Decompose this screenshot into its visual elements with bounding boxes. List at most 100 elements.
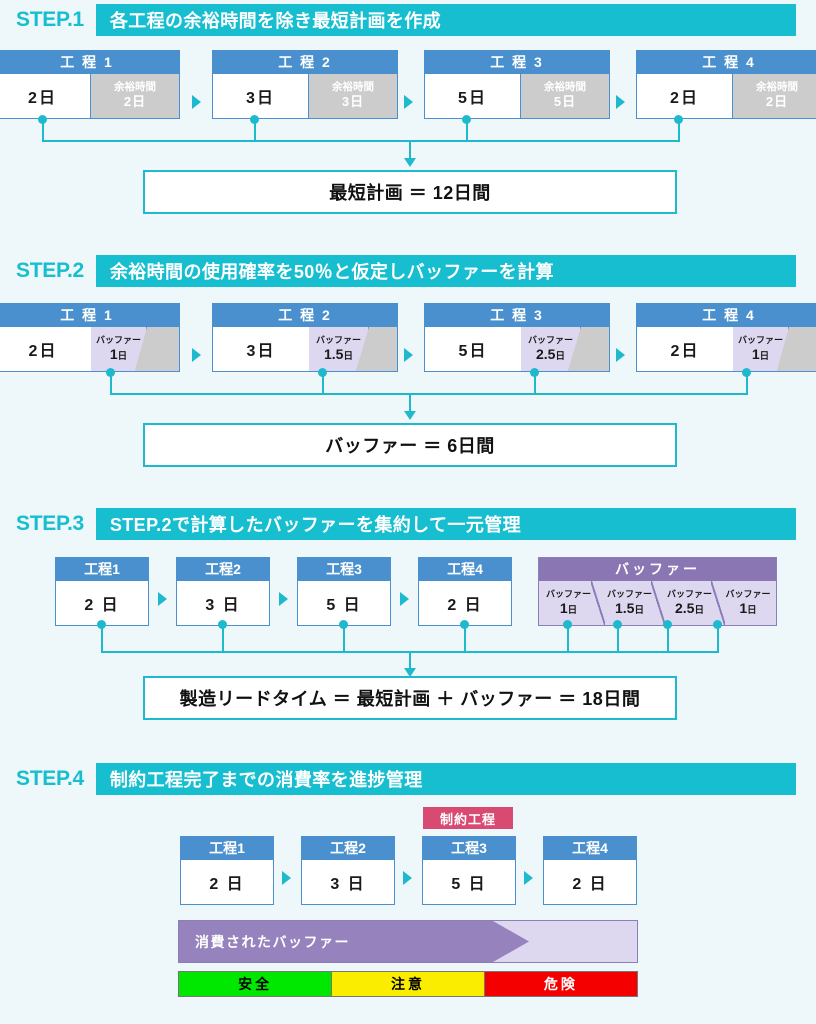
step-1-header: STEP.1 各工程の余裕時間を除き最短計画を作成 (0, 4, 816, 36)
buffer-days: 1.5日 (324, 345, 353, 362)
step2-drop-3 (533, 372, 536, 394)
traffic-segment-safe: 安全 (179, 972, 333, 996)
step-3-label: STEP.3 (16, 512, 84, 535)
step2-process-1-title: 工 程 1 (0, 304, 179, 327)
step2-process-4-title: 工 程 4 (637, 304, 816, 327)
step1-process-3[interactable]: 工 程 3 5日 余裕時間 5日 (424, 50, 610, 119)
step3-process-2-days: 3 日 (177, 581, 269, 625)
traffic-label-caution: 注意 (391, 976, 425, 992)
step4-process-4[interactable]: 工程4 2 日 (543, 836, 637, 905)
step4-process-2[interactable]: 工程2 3 日 (301, 836, 395, 905)
step4-process-3-title: 工程3 (423, 837, 515, 860)
buffer-days: 1日 (751, 345, 770, 362)
traffic-label-danger: 危険 (543, 976, 578, 992)
step3-drop-4 (463, 624, 466, 652)
step-2-title: 余裕時間の使用確率を50％と仮定しバッファーを計算 (95, 255, 796, 287)
step1-process-3-title: 工 程 3 (425, 51, 609, 74)
step2-process-4[interactable]: 工 程 4 2日 バッファー 1日 (636, 303, 816, 372)
step2-process-2-title: 工 程 2 (213, 304, 397, 327)
step2-arrow-3 (616, 348, 625, 362)
step2-process-2[interactable]: 工 程 2 3日 バッファー 1.5日 (212, 303, 398, 372)
step1-drop-3 (465, 119, 468, 141)
step1-process-4-title: 工 程 4 (637, 51, 816, 74)
step2-process-2-days: 3日 (213, 327, 309, 371)
step4-arrow-1 (282, 871, 291, 885)
step-1-title: 各工程の余裕時間を除き最短計画を作成 (95, 4, 796, 36)
step-4-label: STEP.4 (16, 767, 84, 790)
step1-process-2[interactable]: 工 程 2 3日 余裕時間 3日 (212, 50, 398, 119)
step3-drop-7 (666, 624, 669, 652)
step3-drop-2 (221, 624, 224, 652)
step4-process-3[interactable]: 工程3 5 日 (422, 836, 516, 905)
step3-summary-box: 製造リードタイム ＝ 最短計画 ＋ バッファー ＝ 18日間 (143, 676, 677, 720)
traffic-label-safe: 安全 (238, 976, 273, 992)
step2-process-3-title: 工 程 3 (425, 304, 609, 327)
step4-process-3-days: 5 日 (423, 860, 515, 904)
step3-buffer-segment-4: バッファー 1日 (720, 581, 776, 625)
step4-process-4-days: 2 日 (544, 860, 636, 904)
buffer-segment-label: バッファー (666, 589, 712, 600)
buffer-label: バッファー (315, 335, 361, 346)
step-1-label: STEP.1 (16, 8, 84, 31)
step1-process-1-days: 2日 (0, 74, 91, 118)
slack-label: 余裕時間 (114, 81, 156, 94)
slack-label: 余裕時間 (756, 81, 798, 94)
step2-process-3[interactable]: 工 程 3 5日 バッファー 2.5日 (424, 303, 610, 372)
step3-process-4[interactable]: 工程4 2 日 (418, 557, 512, 626)
step2-bus-to-arrow (409, 393, 411, 412)
step3-process-2-title: 工程2 (177, 558, 269, 581)
step1-bus-line (41, 140, 680, 142)
buffer-divider-2 (651, 581, 665, 625)
step3-drop-6 (616, 624, 619, 652)
step1-arrow-3 (616, 95, 625, 109)
step3-process-1[interactable]: 工程1 2 日 (55, 557, 149, 626)
step1-process-1[interactable]: 工 程 1 2日 余裕時間 2日 (0, 50, 180, 119)
step2-drop-2 (321, 372, 324, 394)
step-3-title: STEP.2で計算したバッファーを集約して一元管理 (95, 508, 796, 540)
step2-process-3-buffer: バッファー 2.5日 (521, 327, 581, 371)
slack-days: 2日 (765, 94, 789, 110)
step1-drop-4 (677, 119, 680, 141)
step2-drop-4 (745, 372, 748, 394)
step3-arrow-2 (279, 592, 288, 606)
step2-drop-1 (109, 372, 112, 394)
step4-process-4-title: 工程4 (544, 837, 636, 860)
buffer-segment-value: 2.5日 (675, 599, 704, 616)
step4-process-1-days: 2 日 (181, 860, 273, 904)
step2-process-2-buffer: バッファー 1.5日 (309, 327, 369, 371)
buffer-days: 1日 (109, 345, 128, 362)
step3-process-4-days: 2 日 (419, 581, 511, 625)
step2-process-4-buffer-region: バッファー 1日 (733, 327, 816, 371)
step2-process-1-buffer: バッファー 1日 (91, 327, 147, 371)
buffer-label: バッファー (95, 335, 141, 346)
step1-drop-2 (253, 119, 256, 141)
step2-process-1-days: 2日 (0, 327, 91, 371)
step4-process-1-title: 工程1 (181, 837, 273, 860)
step3-drop-3 (342, 624, 345, 652)
step3-drop-1 (100, 624, 103, 652)
step3-process-3[interactable]: 工程3 5 日 (297, 557, 391, 626)
traffic-light-bar: 安全 注意 危険 (178, 971, 638, 997)
buffer-segment-value: 1日 (739, 599, 757, 616)
buffer-segment-label: バッファー (606, 589, 652, 600)
slack-label: 余裕時間 (544, 81, 586, 94)
step4-process-1[interactable]: 工程1 2 日 (180, 836, 274, 905)
step3-process-2[interactable]: 工程2 3 日 (176, 557, 270, 626)
buffer-segment-value: 1日 (559, 599, 578, 616)
step1-process-4[interactable]: 工 程 4 2日 余裕時間 2日 (636, 50, 816, 119)
step1-process-2-days: 3日 (213, 74, 309, 118)
step3-process-4-title: 工程4 (419, 558, 511, 581)
step-4-title: 制約工程完了までの消費率を進捗管理 (95, 763, 796, 795)
step2-process-1-buffer-region: バッファー 1日 (91, 327, 179, 371)
step1-bus-to-arrow (409, 140, 411, 159)
step4-arrow-2 (403, 871, 412, 885)
buffer-label: バッファー (527, 335, 573, 346)
step1-process-1-slack: 余裕時間 2日 (91, 74, 179, 118)
consumed-buffer-bar[interactable]: 消費されたバッファー (178, 920, 638, 963)
step4-process-2-title: 工程2 (302, 837, 394, 860)
step2-summary-box: バッファー ＝ 6日間 (143, 423, 677, 467)
step3-buffer-block[interactable]: バッファー バッファー 1日 バッファー 1.5日 バッファー 2.5日 バッフ… (538, 557, 777, 626)
step2-process-1[interactable]: 工 程 1 2日 バッファー 1日 (0, 303, 180, 372)
step1-arrow-1 (192, 95, 201, 109)
slack-label: 余裕時間 (332, 81, 374, 94)
